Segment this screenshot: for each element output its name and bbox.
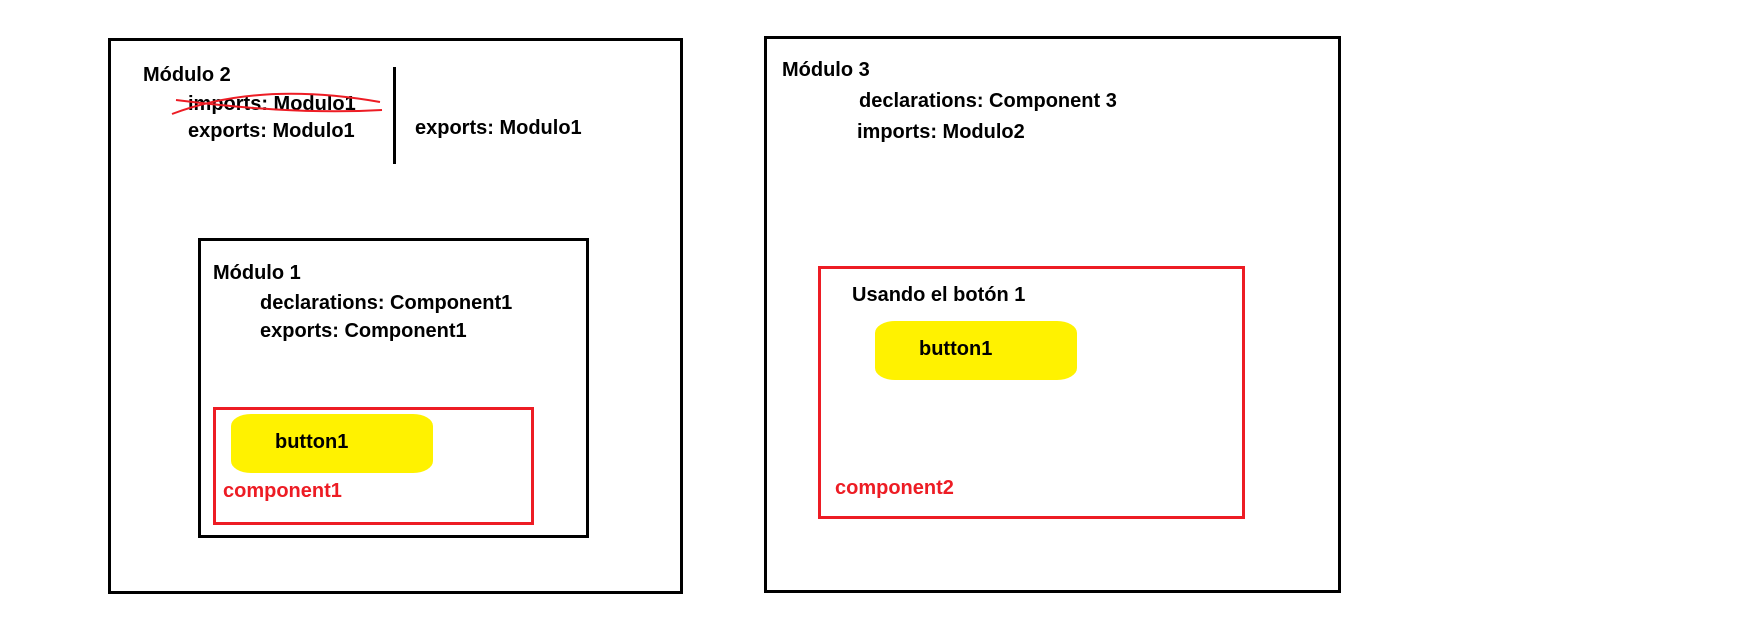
modulo2-exports: exports: Modulo1 (188, 120, 355, 142)
modulo1-box (198, 238, 589, 538)
button1-label: button1 (275, 431, 349, 453)
modulo2-title: Módulo 2 (143, 64, 231, 86)
component2-heading: Usando el botón 1 (852, 284, 1026, 306)
modulo3-title: Módulo 3 (782, 59, 870, 81)
divider-line (393, 67, 396, 164)
component1-box (213, 407, 534, 525)
button1-label: button1 (919, 338, 993, 360)
modulo2-box (108, 38, 683, 594)
component1-label: component1 (223, 480, 342, 502)
modulo3-box (764, 36, 1341, 593)
button1-component2[interactable]: button1 (875, 321, 1077, 380)
button1-component1[interactable]: button1 (231, 414, 433, 473)
modulo1-exports: exports: Component1 (260, 320, 467, 342)
strikethrough-mark (171, 92, 383, 115)
component2-box (818, 266, 1245, 519)
modulo3-declarations: declarations: Component 3 (859, 90, 1117, 112)
component2-label: component2 (835, 477, 954, 499)
modulo3-imports: imports: Modulo2 (857, 121, 1025, 143)
modulo1-title: Módulo 1 (213, 262, 301, 284)
modulo1-declarations: declarations: Component1 (260, 292, 513, 314)
modulo2-exports-alt: exports: Modulo1 (415, 117, 582, 139)
